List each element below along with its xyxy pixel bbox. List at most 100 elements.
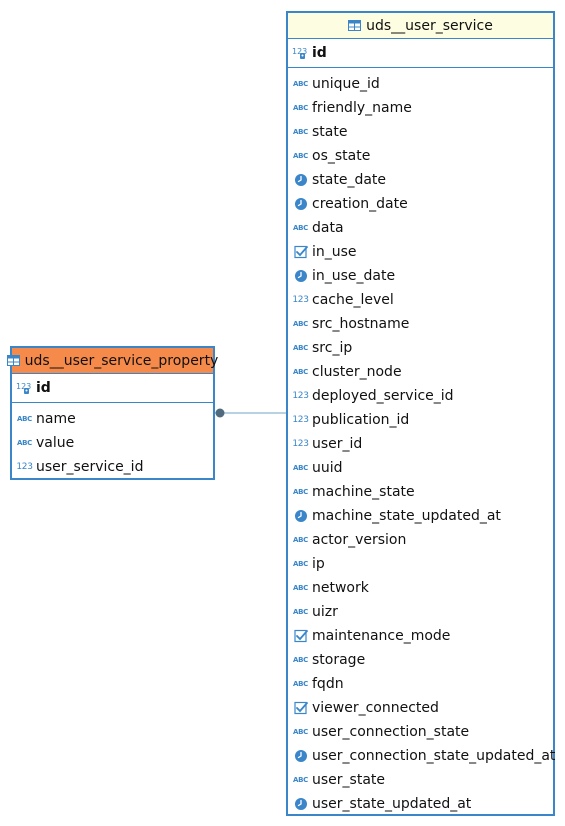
primary-key-row[interactable]: 123 id xyxy=(12,374,213,403)
column-name: unique_id xyxy=(312,76,380,92)
entity-title: uds__user_service_property xyxy=(24,352,219,369)
table-icon xyxy=(348,20,362,31)
column-row[interactable]: ABC name xyxy=(12,407,213,431)
column-row[interactable]: user_state_updated_at xyxy=(288,792,553,816)
column-name: user_id xyxy=(312,436,363,452)
string-type-icon: ABC xyxy=(293,560,308,568)
column-name: network xyxy=(312,580,369,596)
column-row[interactable]: user_connection_state_updated_at xyxy=(288,744,556,768)
column-name: storage xyxy=(312,652,366,668)
table-icon xyxy=(6,355,20,366)
column-row[interactable]: creation_date xyxy=(288,192,553,216)
column-row[interactable]: machine_state_updated_at xyxy=(288,504,553,528)
numeric-type-icon: 123 xyxy=(16,462,33,472)
column-row[interactable]: ABC user_state xyxy=(288,768,553,792)
column-name: cluster_node xyxy=(312,364,402,380)
column-row[interactable]: ABC actor_version xyxy=(288,528,553,552)
entity-title: uds__user_service xyxy=(366,17,493,34)
string-type-icon: ABC xyxy=(293,608,308,616)
column-name: user_state xyxy=(312,772,386,788)
string-type-icon: ABC xyxy=(293,344,308,352)
clock-icon xyxy=(292,509,309,523)
column-name: data xyxy=(312,220,344,236)
column-row[interactable]: maintenance_mode xyxy=(288,624,553,648)
column-name: friendly_name xyxy=(312,100,412,116)
numeric-key-icon: 123 xyxy=(16,381,33,395)
primary-key-name: id xyxy=(312,45,327,61)
primary-key-name: id xyxy=(36,380,51,396)
string-type-icon: ABC xyxy=(293,152,308,160)
string-type-icon: ABC xyxy=(293,464,308,472)
string-type-icon: ABC xyxy=(17,415,32,423)
column-row[interactable]: ABC src_ip xyxy=(288,336,553,360)
column-name: user_connection_state_updated_at xyxy=(312,748,556,764)
numeric-type-icon: 123 xyxy=(292,391,309,401)
column-name: value xyxy=(36,435,75,451)
string-type-icon: ABC xyxy=(293,80,308,88)
column-name: uizr xyxy=(312,604,338,620)
column-name: cache_level xyxy=(312,292,394,308)
column-row[interactable]: in_use_date xyxy=(288,264,553,288)
column-name: in_use xyxy=(312,244,357,260)
svg-text:123: 123 xyxy=(292,47,307,56)
primary-key-row[interactable]: 123 id xyxy=(288,39,553,68)
entity-uds-user-service-property[interactable]: uds__user_service_property 123 id ABC nam… xyxy=(6,346,218,480)
column-name: src_hostname xyxy=(312,316,410,332)
column-name: viewer_connected xyxy=(312,700,439,716)
column-name: fqdn xyxy=(312,676,344,692)
numeric-type-icon: 123 xyxy=(292,439,309,449)
clock-icon xyxy=(292,197,309,211)
checkbox-icon xyxy=(292,245,309,259)
entity-header[interactable]: uds__user_service xyxy=(288,13,553,39)
string-type-icon: ABC xyxy=(293,536,308,544)
column-name: maintenance_mode xyxy=(312,628,451,644)
column-name: actor_version xyxy=(312,532,407,548)
clock-icon xyxy=(292,797,309,811)
column-row[interactable]: ABC ip xyxy=(288,552,553,576)
checkbox-icon xyxy=(292,701,309,715)
column-name: machine_state_updated_at xyxy=(312,508,501,524)
column-row[interactable]: ABC data xyxy=(288,216,553,240)
column-row[interactable]: ABC os_state xyxy=(288,144,553,168)
column-row[interactable]: ABC uizr xyxy=(288,600,553,624)
column-name: ip xyxy=(312,556,325,572)
relationship-endpoint-dot xyxy=(215,408,225,418)
column-name: state xyxy=(312,124,348,140)
clock-icon xyxy=(292,173,309,187)
numeric-type-icon: 123 xyxy=(292,295,309,305)
column-name: src_ip xyxy=(312,340,353,356)
column-row[interactable]: ABC unique_id xyxy=(288,72,553,96)
string-type-icon: ABC xyxy=(293,224,308,232)
column-name: publication_id xyxy=(312,412,410,428)
clock-icon xyxy=(292,749,309,763)
column-name: os_state xyxy=(312,148,371,164)
column-name: name xyxy=(36,411,76,427)
column-name: user_service_id xyxy=(36,459,144,475)
column-row[interactable]: in_use xyxy=(288,240,553,264)
column-name: deployed_service_id xyxy=(312,388,454,404)
column-row[interactable]: viewer_connected xyxy=(288,696,553,720)
column-row[interactable]: state_date xyxy=(288,168,553,192)
string-type-icon: ABC xyxy=(293,776,308,784)
column-name: in_use_date xyxy=(312,268,396,284)
entity-header[interactable]: uds__user_service_property xyxy=(6,348,218,374)
string-type-icon: ABC xyxy=(293,728,308,736)
column-name: state_date xyxy=(312,172,387,188)
